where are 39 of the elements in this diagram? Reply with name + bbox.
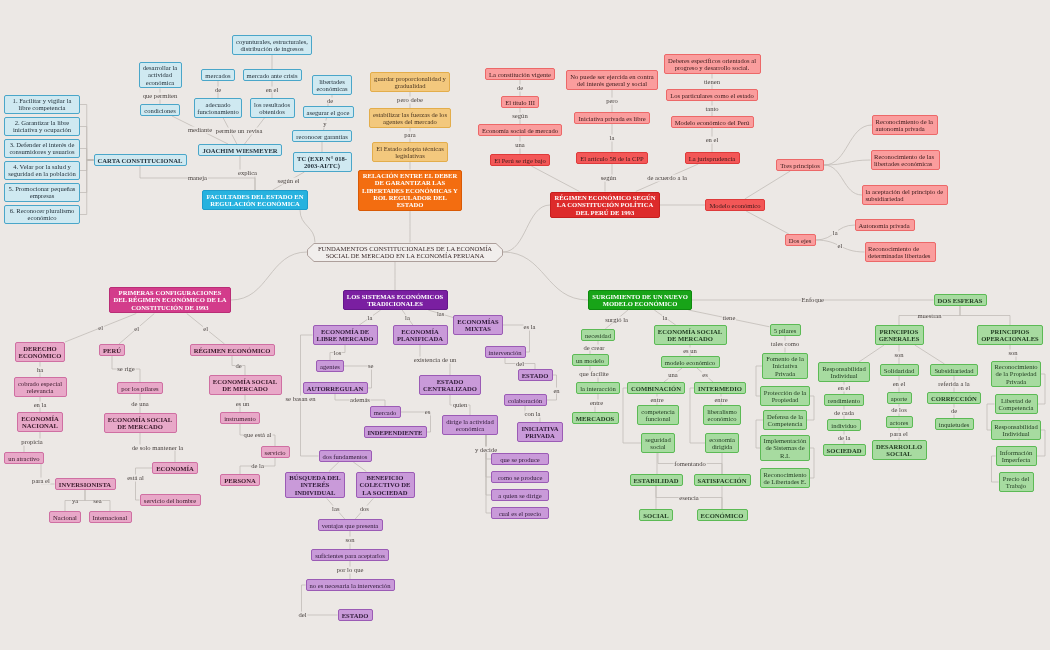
connector-line: [343, 365, 372, 389]
connector-line: [328, 461, 340, 472]
connector-line: [823, 164, 863, 196]
connector-line: [64, 313, 137, 343]
connector-line: [815, 239, 865, 253]
connector-line: [809, 447, 815, 479]
connector-line: [502, 251, 589, 301]
connector-line: [622, 387, 642, 444]
connector-line: [806, 395, 815, 421]
connector-line: [186, 313, 225, 345]
connector-line: [744, 170, 791, 200]
connector-line: [745, 210, 790, 235]
connector-line: [755, 419, 764, 449]
connector-line: [858, 344, 885, 363]
connector-line: [914, 344, 945, 365]
connector-line: [604, 309, 629, 330]
connector-line: [358, 309, 382, 326]
connector-line: [222, 117, 238, 145]
connector-line: [530, 165, 580, 192]
connector-line: [991, 455, 999, 483]
connector-line: [653, 309, 677, 326]
connector-line: [815, 224, 856, 241]
connector-line: [118, 313, 155, 345]
connector-line: [352, 461, 367, 472]
connector-line: [959, 305, 1011, 326]
connector-line: [755, 365, 763, 397]
connector-line: [135, 467, 153, 501]
connector-line: [329, 344, 346, 361]
connector-line: [689, 387, 706, 444]
connector-line: [300, 334, 319, 457]
connector-line: [299, 209, 316, 243]
connector-line: [546, 374, 557, 401]
connector-line: [1036, 429, 1046, 457]
connector-line: [1037, 373, 1046, 405]
connector-line: [502, 324, 530, 353]
connector-line: [986, 403, 995, 431]
connector-line: [485, 434, 492, 514]
connector-line: [823, 159, 871, 166]
connector-line: [230, 251, 308, 301]
